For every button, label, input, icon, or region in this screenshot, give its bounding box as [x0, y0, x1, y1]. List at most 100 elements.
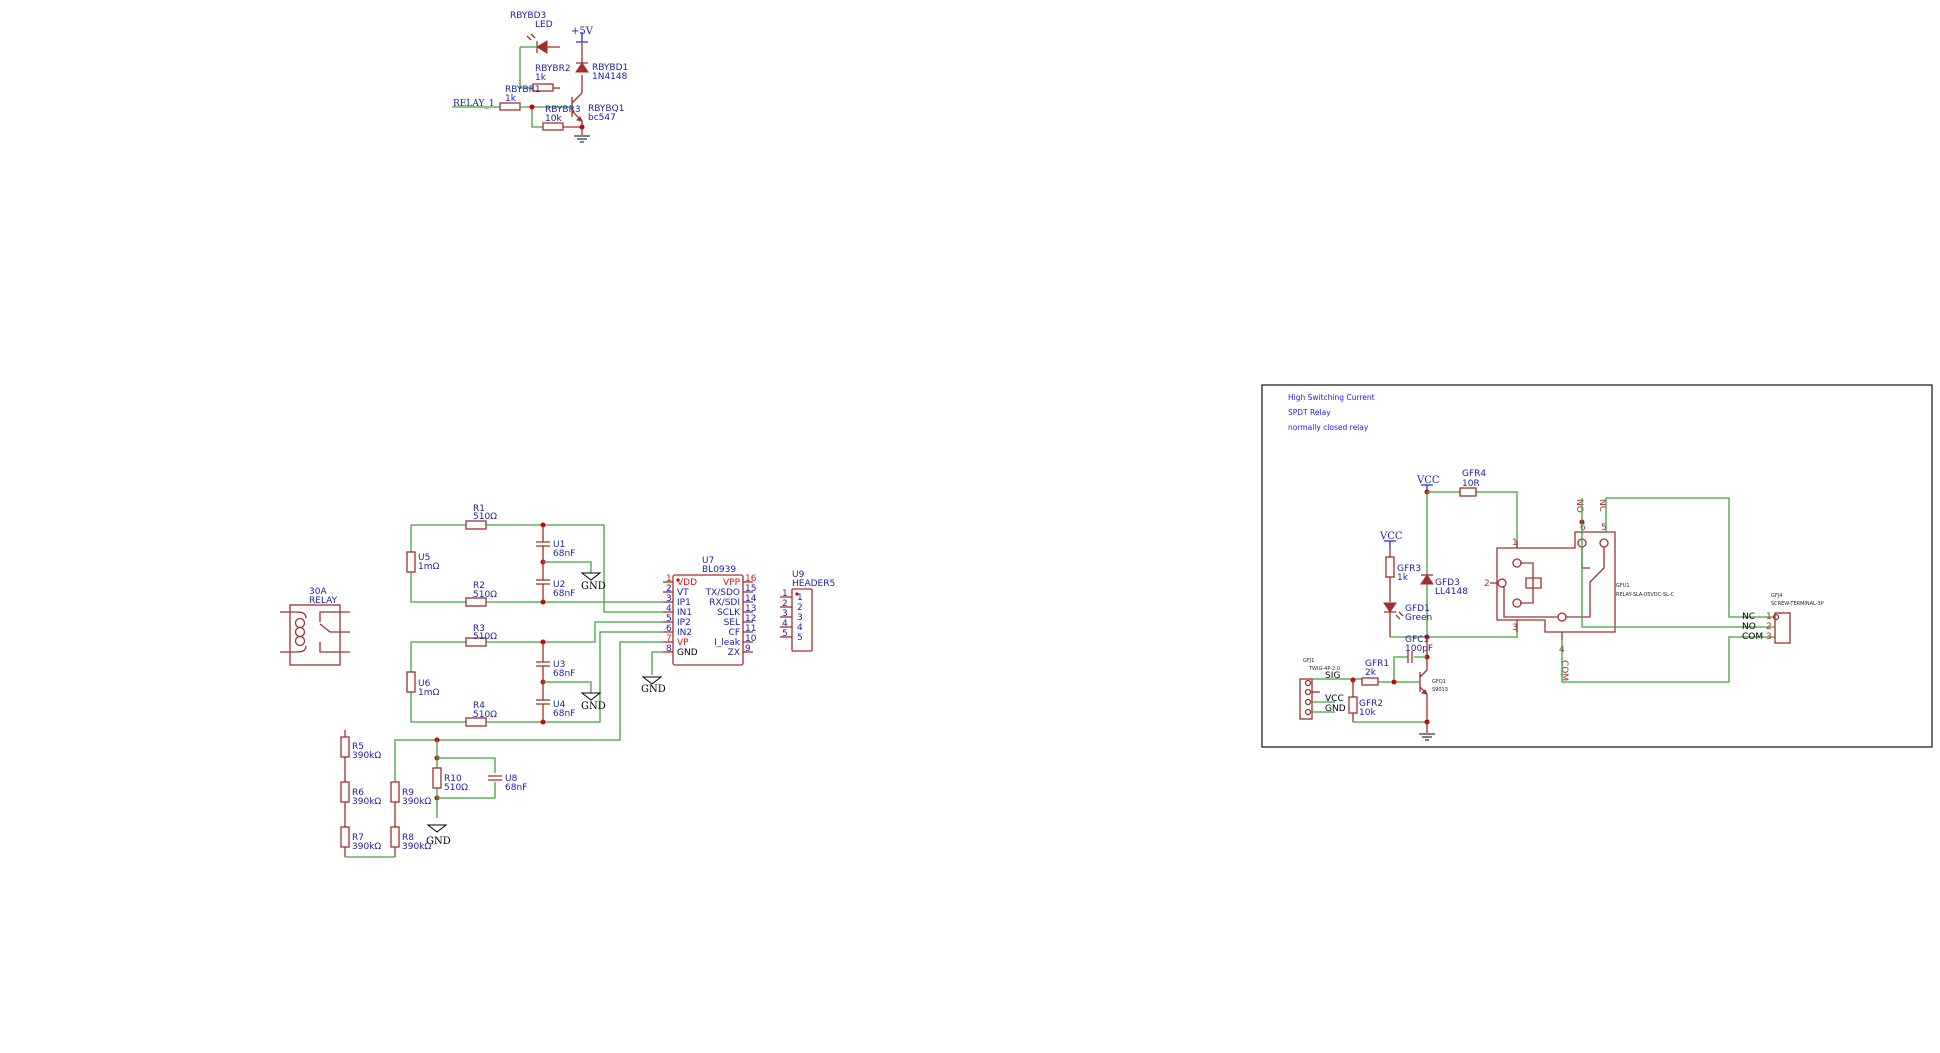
capacitor-gfc1[interactable] — [1407, 651, 1413, 663]
capacitor-u8[interactable] — [488, 775, 502, 781]
capacitors-u3-u4[interactable] — [536, 642, 550, 722]
label: U1 — [553, 540, 565, 550]
label: 68nF — [553, 709, 575, 719]
label: GFQ1 — [1432, 679, 1446, 685]
label: 1mΩ — [418, 562, 439, 572]
resistor-r8[interactable] — [390, 826, 400, 848]
resistor-r3[interactable] — [465, 637, 487, 647]
power-label: +5V — [571, 26, 594, 37]
label: COM — [1742, 632, 1763, 642]
label: 390kΩ — [352, 751, 381, 761]
label: GFJ1 — [1303, 658, 1314, 664]
gnd-label: GND — [581, 581, 606, 592]
label: U4 — [553, 700, 566, 710]
pin-name: 3 — [797, 613, 803, 623]
label: R2 — [473, 581, 485, 591]
label: GFR1 — [1365, 659, 1389, 669]
label: R7 — [352, 833, 364, 843]
pin-name: 1 — [797, 593, 803, 603]
resistor-r10[interactable] — [432, 767, 442, 789]
resistor-r1[interactable] — [465, 520, 487, 530]
label: 510Ω — [444, 783, 468, 793]
label: R10 — [444, 774, 462, 784]
relay-driver-circuit: RELAY_1 +5V RBYBD3 LED RBYBR2 1k RBYBD1 — [452, 11, 628, 143]
resistor-rbybr3[interactable] — [542, 122, 564, 131]
ground-icon — [641, 676, 663, 685]
pin-name: SEL — [724, 618, 740, 628]
pin-name: SCLK — [717, 608, 741, 618]
ground-icon — [574, 135, 590, 143]
label: SCREW-TERMINAL-3P — [1771, 601, 1824, 607]
label: GFD1 — [1405, 604, 1430, 614]
label: R8 — [402, 833, 414, 843]
screw-terminal-gfj4[interactable]: GFJ4 SCREW-TERMINAL-3P NC NO COM 1 2 3 — [1742, 593, 1824, 644]
gnd-label: GND — [426, 836, 451, 847]
pin-number: 6 — [666, 624, 672, 634]
resistor-r6[interactable] — [340, 781, 350, 803]
resistor-rbybr1[interactable] — [499, 102, 521, 111]
label: GFU1 — [1616, 583, 1630, 589]
resistor-gfr1[interactable] — [1361, 677, 1379, 686]
label: 390kΩ — [402, 842, 431, 852]
pin-name: CF — [729, 628, 740, 638]
resistor-r9[interactable] — [390, 781, 400, 803]
ground-icon — [1419, 733, 1435, 741]
led-gfd1[interactable] — [1383, 602, 1404, 620]
relay-gfu1[interactable]: 12 34 56 GFU1 RELAY-SLA-05VDC-SL-C NO NC… — [1484, 499, 1675, 681]
label: 390kΩ — [352, 797, 381, 807]
pin-name: VT — [677, 588, 689, 598]
label: COM — [1559, 660, 1569, 681]
label: U3 — [553, 660, 565, 670]
resistor-r5[interactable] — [340, 736, 350, 758]
label: 1N4148 — [592, 72, 628, 82]
pin-name: TX/SDO — [705, 588, 740, 598]
label: 390kΩ — [402, 797, 431, 807]
label: R5 — [352, 742, 364, 752]
label: 68nF — [553, 589, 575, 599]
label: 1mΩ — [418, 688, 439, 698]
label: U5 — [418, 553, 430, 563]
connector-gfj1[interactable]: GFJ1 TWIG-4P-2.0 SIG VCC GND — [1299, 658, 1346, 720]
label: 510Ω — [473, 632, 497, 642]
resistor-r2[interactable] — [465, 597, 487, 607]
svg-text:6: 6 — [1580, 523, 1586, 533]
shunt-u5[interactable] — [406, 551, 416, 573]
capacitors-u1-u2[interactable] — [536, 525, 550, 602]
label: 30A — [309, 587, 327, 597]
resistor-gfr3[interactable] — [1385, 556, 1395, 578]
label: RBYBD3 — [510, 11, 546, 21]
label: 3 — [1766, 632, 1772, 642]
label: 68nF — [553, 669, 575, 679]
relay-30a[interactable]: 30A RELAY — [280, 587, 350, 666]
label: 10k — [545, 114, 562, 124]
pin-number: 1 — [666, 574, 672, 584]
label: VCC — [1325, 694, 1344, 704]
gnd-label: GND — [581, 701, 606, 712]
pin-name: ZX — [728, 648, 740, 658]
label: GFR3 — [1397, 564, 1421, 574]
label: BL0939 — [702, 565, 736, 575]
note: SPDT Relay — [1288, 408, 1331, 417]
label: S9013 — [1432, 687, 1448, 693]
pin-number: 3 — [782, 609, 788, 619]
resistor-r7[interactable] — [340, 826, 350, 848]
transistor-rbybq1[interactable] — [571, 75, 583, 127]
pin-number: 16 — [745, 574, 757, 584]
label: RBYBQ1 — [588, 104, 624, 114]
resistor-gfr2[interactable] — [1348, 696, 1358, 714]
shunt-u6[interactable] — [406, 671, 416, 693]
diode-rbybd1[interactable] — [575, 43, 589, 73]
led-rbybd3[interactable] — [526, 33, 560, 54]
resistor-gfr4[interactable] — [1459, 487, 1477, 497]
pin-number: 11 — [745, 624, 756, 634]
transistor-gfq1[interactable] — [1419, 669, 1428, 722]
label: GFC1 — [1405, 635, 1429, 645]
label: 1k — [535, 73, 547, 83]
diode-gfd3[interactable] — [1420, 574, 1434, 585]
power-5v-symbol — [576, 32, 588, 43]
resistor-r4[interactable] — [465, 717, 487, 727]
label: 2k — [1365, 668, 1377, 678]
label: R3 — [473, 624, 485, 634]
